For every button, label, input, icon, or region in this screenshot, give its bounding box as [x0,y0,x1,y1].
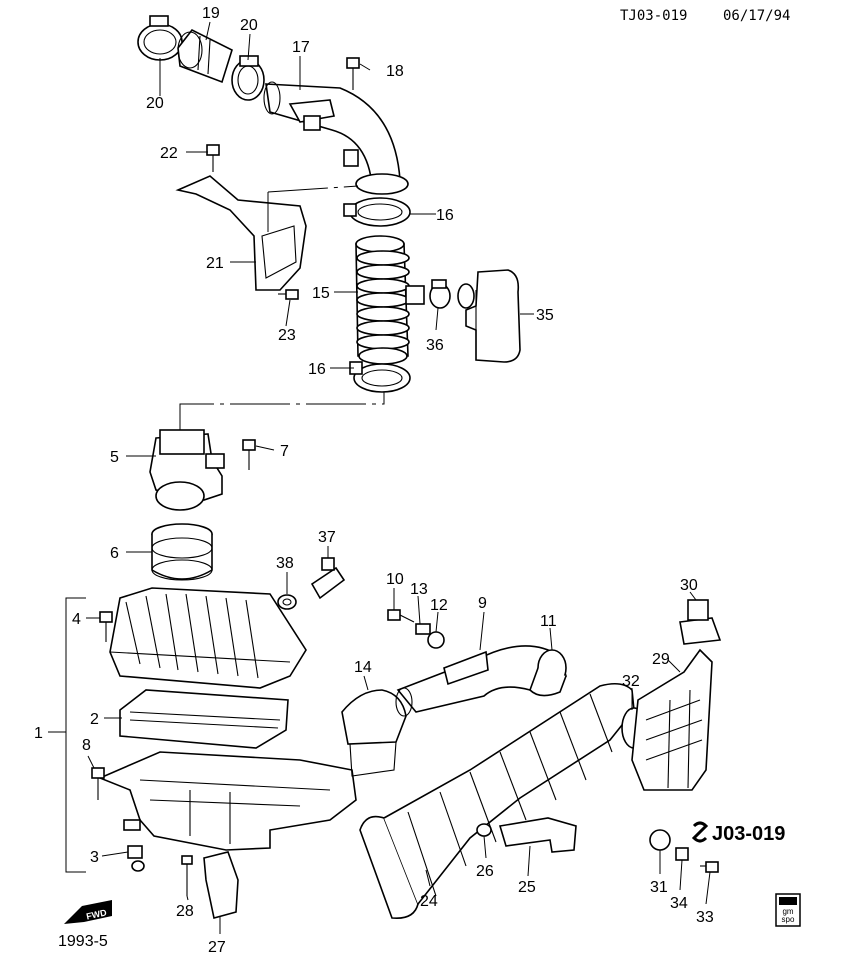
callout-3: 3 [90,849,99,866]
callout-26: 26 [476,863,494,880]
callout-17: 17 [292,39,310,56]
callout-16b: 16 [308,361,326,378]
pipe-17 [263,81,401,187]
callout-18: 18 [386,63,404,80]
callout-24: 24 [420,893,438,910]
duct-19 [177,28,233,84]
leader-lines [86,21,711,934]
cap-30 [679,599,722,645]
grommet-31 [649,829,671,851]
badge-line-1: gm [782,907,793,916]
callout-21: 21 [206,255,224,272]
fwd-label: FWD [85,907,108,921]
bracket-21 [175,175,307,291]
callout-22: 22 [160,145,178,162]
callout-30: 30 [680,577,698,594]
bolt-33 [700,861,719,873]
sensor-37 [310,557,346,600]
callout-7: 7 [280,443,289,460]
callout-2: 2 [90,711,99,728]
callout-25: 25 [518,879,536,896]
bolt-8 [91,767,105,800]
callout-15: 15 [312,285,330,302]
callout-9: 9 [478,595,487,612]
callout-33: 33 [696,909,714,926]
air-flow-meter-5 [149,429,225,511]
badge-line-2: spo [782,915,795,924]
bellows-15 [355,235,425,365]
connector-line [267,185,359,232]
clip-36 [429,279,451,309]
collar-34 [675,847,689,861]
callout-27: 27 [208,939,226,956]
resonator-35 [457,269,521,363]
clamp-11 [529,649,567,697]
connector-line [179,392,385,430]
callout-14: 14 [354,659,372,676]
gm-spo-badge: gm spo [775,893,801,927]
reference-label: J03-019 [691,821,785,845]
seal-6 [151,523,213,581]
callout-20b: 20 [240,17,258,34]
air-cleaner-cap [109,587,307,689]
callout-12: 12 [430,597,448,614]
fwd-arrow-icon: FWD [64,900,112,924]
bolt-23 [278,289,299,300]
callout-4: 4 [72,611,81,628]
callout-11: 11 [540,613,557,630]
clamp-20-mid [231,55,265,101]
brand-logo-icon [691,821,709,843]
callout-29: 29 [652,651,670,668]
year-label: 1993-5 [58,933,108,950]
callout-34: 34 [670,895,688,912]
callout-20a: 20 [146,95,164,112]
callout-10: 10 [386,571,404,588]
callout-38: 38 [276,555,294,572]
callout-6: 6 [110,545,119,562]
grommet-38 [277,594,297,610]
callout-37: 37 [318,529,336,546]
callout-bracket-1 [65,597,86,873]
callout-labels: 1 2 3 4 5 6 7 8 9 10 11 12 13 14 15 16 1… [34,5,714,956]
grommet-26 [476,823,492,837]
duct-29 [631,648,713,791]
bracket-25 [498,817,577,853]
bracket-27 [203,851,239,919]
clamp-20-top [137,15,183,61]
callout-36: 36 [426,337,444,354]
callout-32: 32 [622,673,640,690]
filter-element-2 [119,689,289,749]
callout-31: 31 [650,879,668,896]
duct-24 [359,682,635,920]
clamp-16-top [343,173,411,227]
bolt-28 [181,855,193,896]
mount-3 [127,845,145,872]
air-cleaner-case [97,751,357,851]
pipe-9 [395,645,567,717]
callout-13: 13 [410,581,428,598]
callout-8: 8 [82,737,91,754]
callout-35: 35 [536,307,554,324]
reference-code: J03-019 [712,823,785,845]
bolt-18 [346,57,360,90]
callout-28: 28 [176,903,194,920]
callout-19: 19 [202,5,220,22]
clamp-16-bottom [349,361,411,393]
callout-1: 1 [34,725,43,742]
diagram-date: 06/17/94 [723,8,790,24]
bolt-10 [387,609,415,623]
collar-13 [415,623,431,635]
callout-23: 23 [278,327,296,344]
callout-16a: 16 [436,207,454,224]
bolt-7 [242,439,256,470]
callout-5: 5 [110,449,119,466]
diagram-code: TJ03-019 [620,8,687,24]
bolt-4 [99,611,113,642]
bolt-22 [206,144,220,172]
